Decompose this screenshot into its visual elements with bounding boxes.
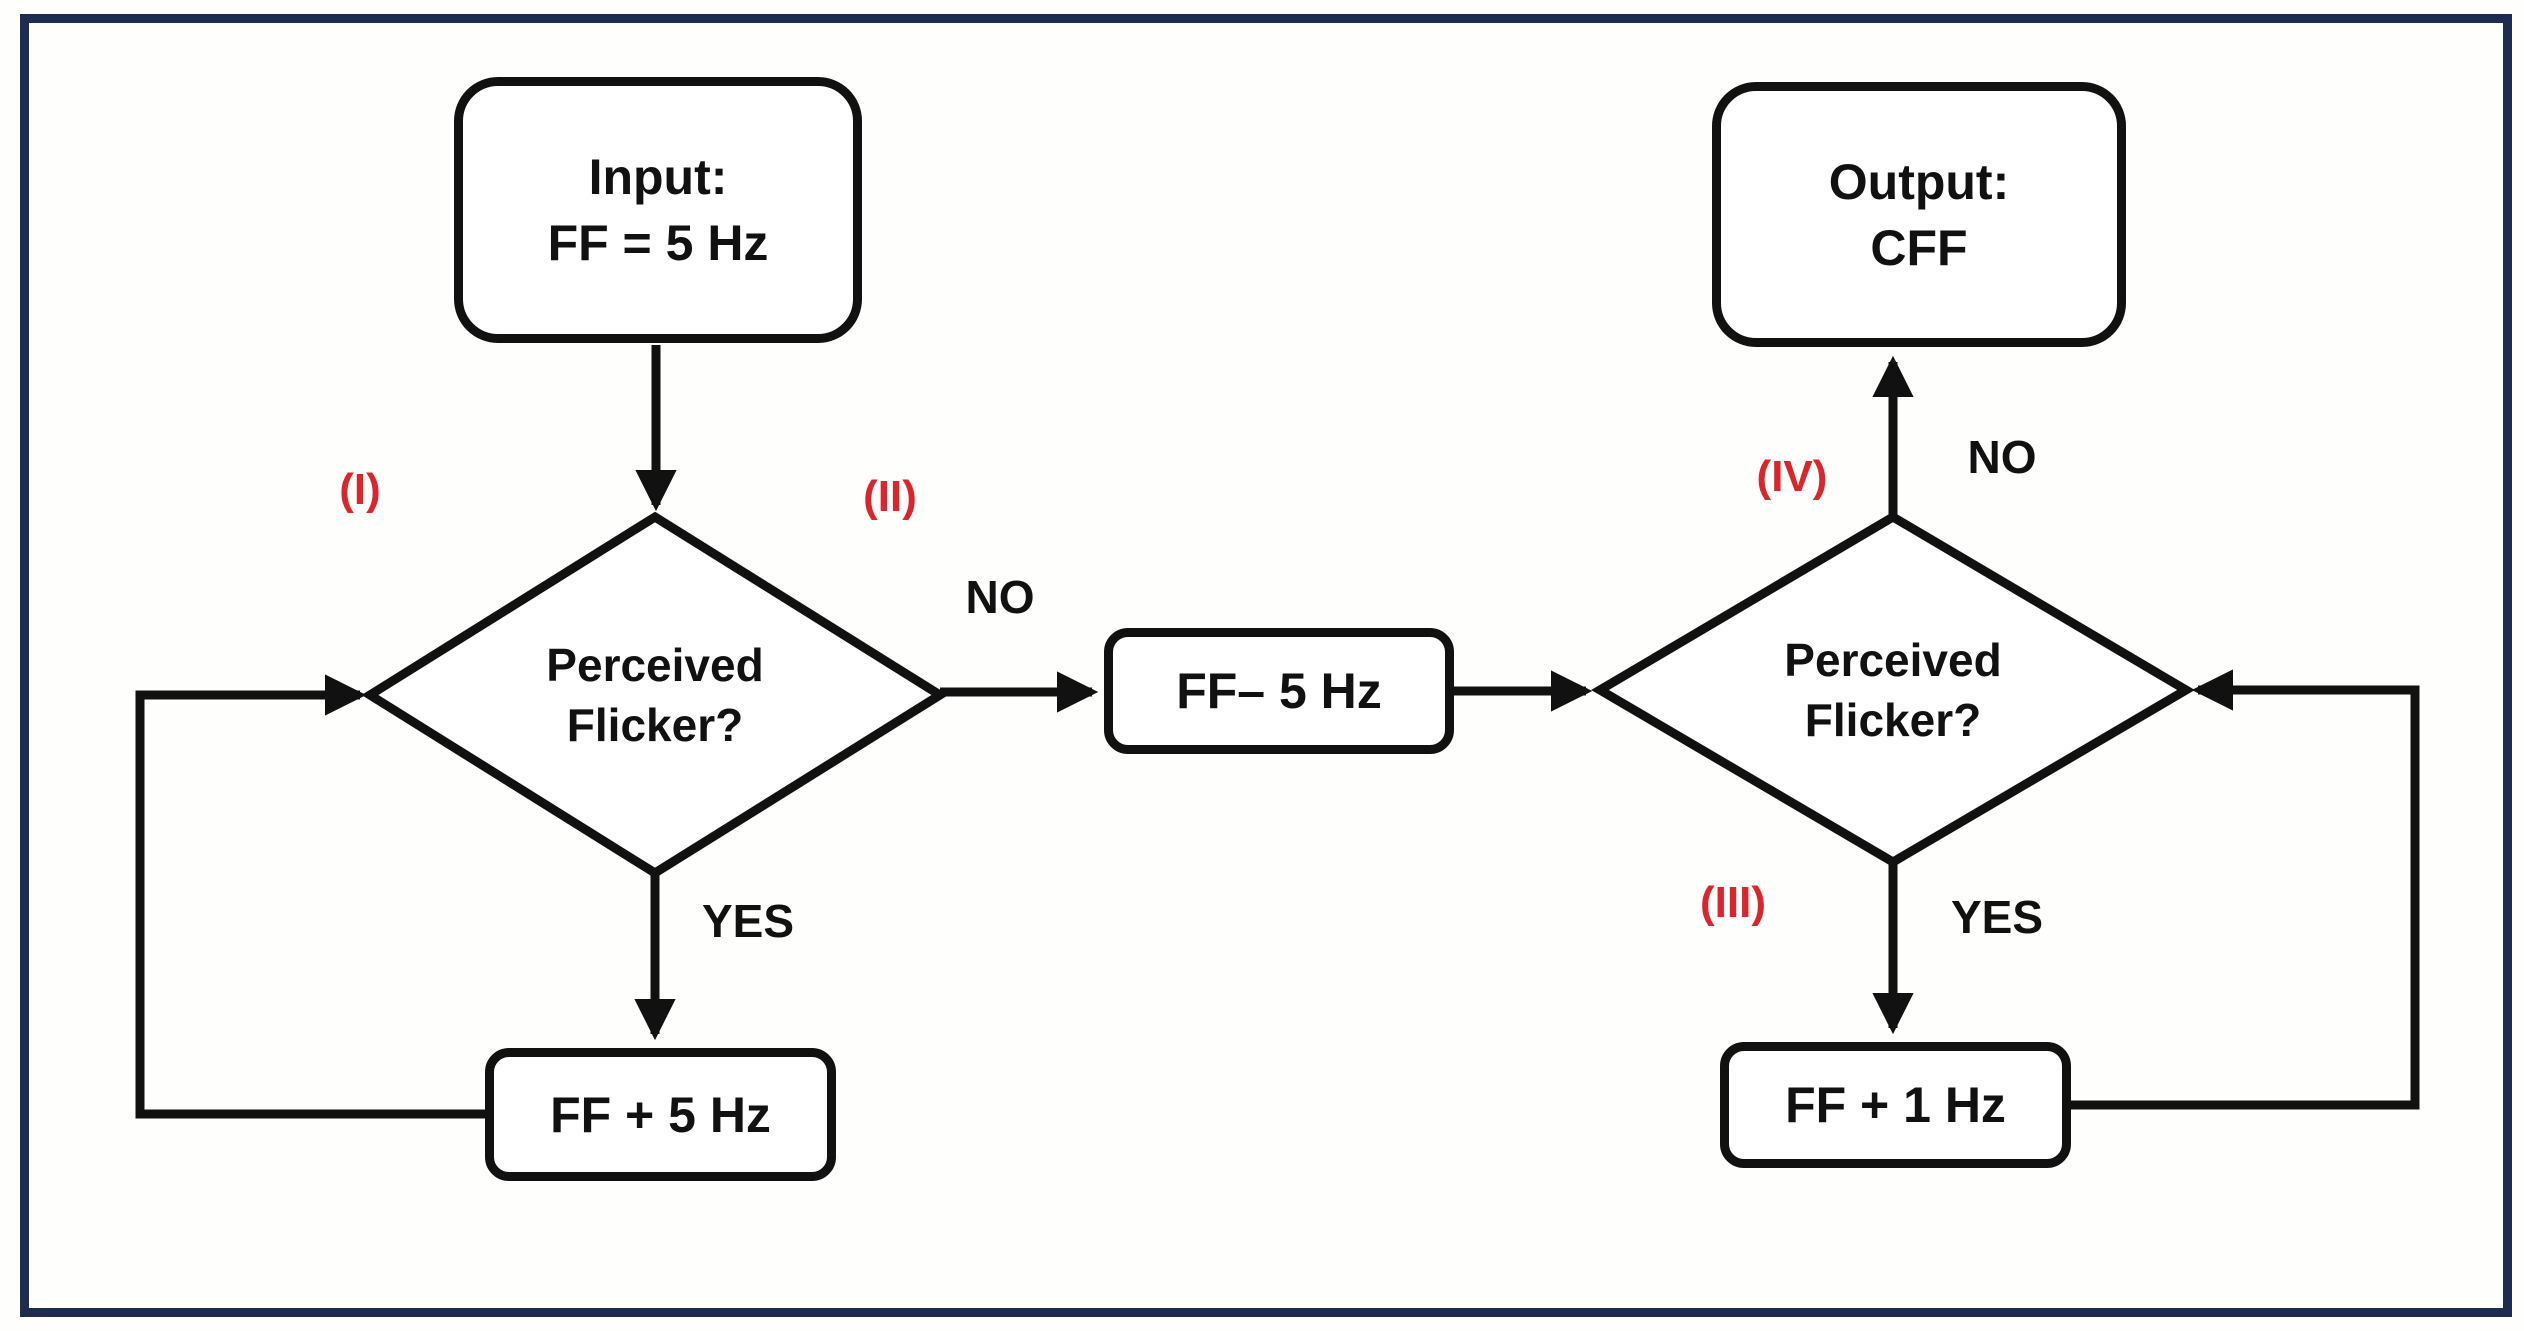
edge-process-left-loop	[135, 674, 485, 1119]
step-label-iii: (III)	[1700, 878, 1766, 927]
decision-right-line2: Flicker?	[1804, 694, 1982, 746]
input-node-line2: FF = 5 Hz	[547, 215, 769, 271]
decision-right-text: Perceived Flicker?	[1784, 630, 2001, 750]
edge-label-yes-right: YES	[1950, 891, 2044, 943]
input-node: Input: FF = 5 Hz	[454, 77, 862, 343]
process-mid-label: FF– 5 Hz	[1176, 663, 1382, 719]
step-label-iv: (IV)	[1756, 452, 1828, 501]
output-node: Output: CFF	[1712, 82, 2126, 347]
step-label-i: (I)	[339, 465, 381, 514]
decision-left-line2: Flicker?	[566, 699, 744, 751]
edge-label-no-left: NO	[965, 571, 1035, 623]
edge-process-right-loop	[2071, 669, 2420, 1110]
process-right-label: FF + 1 Hz	[1785, 1077, 2006, 1133]
edge-label-no-right: NO	[1967, 431, 2037, 483]
output-node-line2: CFF	[1870, 219, 1968, 276]
process-mid-node: FF– 5 Hz	[1104, 628, 1454, 754]
step-label-ii: (II)	[863, 472, 917, 521]
edge-label-yes-left: YES	[701, 895, 795, 947]
decision-left-text: Perceived Flicker?	[546, 635, 763, 755]
process-right-node: FF + 1 Hz	[1720, 1042, 2071, 1168]
process-left-label: FF + 5 Hz	[550, 1086, 771, 1143]
outer-frame	[20, 14, 2512, 1317]
decision-right-line1: Perceived	[1784, 634, 2002, 686]
process-left-node: FF + 5 Hz	[485, 1048, 836, 1181]
output-node-line1: Output:	[1828, 153, 2010, 210]
input-node-line1: Input:	[588, 149, 728, 205]
decision-left-line1: Perceived	[546, 639, 764, 691]
